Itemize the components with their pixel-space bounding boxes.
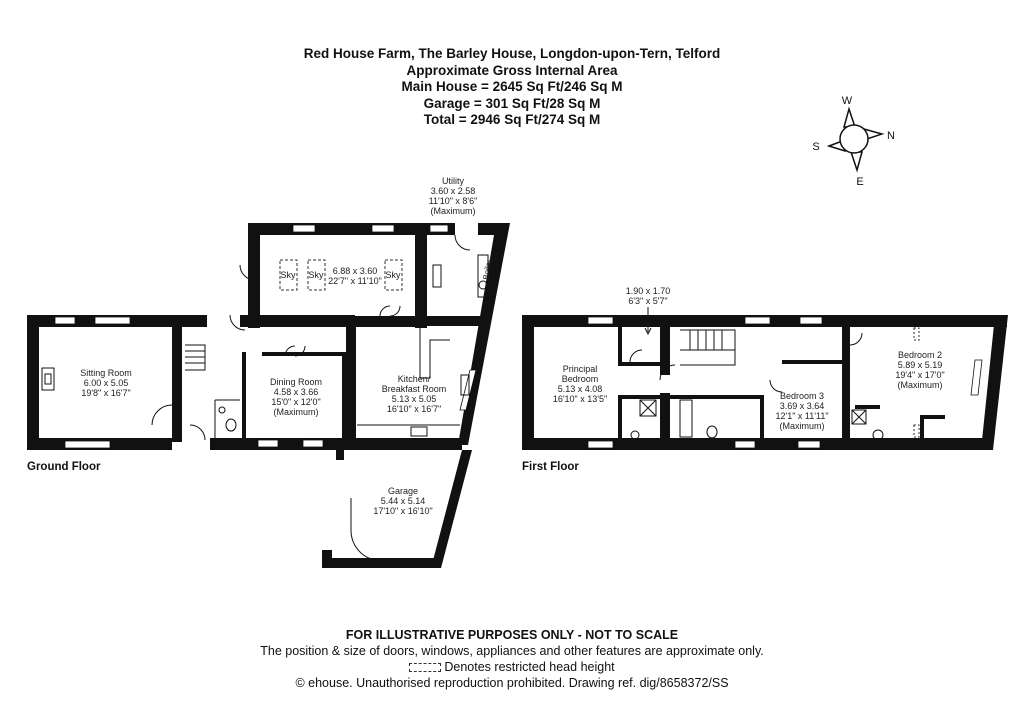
garage-area: Garage = 301 Sq Ft/28 Sq M [423,95,601,111]
head-height-legend: Denotes restricted head height [0,659,1024,675]
svg-text:15'0" x 12'0": 15'0" x 12'0" [271,397,320,407]
svg-text:1.90 x 1.70: 1.90 x 1.70 [626,286,671,296]
svg-text:22'7" x 11'10": 22'7" x 11'10" [328,276,382,286]
svg-text:19'4" x 17'0": 19'4" x 17'0" [895,370,944,380]
svg-text:12'1" x 11'11": 12'1" x 11'11" [775,411,828,421]
dashed-box-icon [409,663,442,673]
room-garden: 6.88 x 3.60 22'7" x 11'10" [328,266,382,286]
main-house-area: Main House = 2645 Sq Ft/246 Sq M [401,79,623,94]
svg-text:3.60 x 2.58: 3.60 x 2.58 [431,186,476,196]
room-dining: Dining Room 4.58 x 3.66 15'0" x 12'0" (M… [270,377,322,417]
svg-text:5.44 x 5.14: 5.44 x 5.14 [381,496,426,506]
svg-text:Principal: Principal [563,364,598,374]
compass-n: N [887,130,895,142]
room-utility: Utility 3.60 x 2.58 11'10" x 8'6" (Maxim… [429,176,494,280]
room-bedroom-2: Bedroom 2 5.89 x 5.19 19'4" x 17'0" (Max… [895,350,944,390]
svg-text:19'8" x 16'7": 19'8" x 16'7" [81,388,130,398]
svg-text:5.13 x 4.08: 5.13 x 4.08 [558,384,603,394]
svg-text:(Maximum): (Maximum) [898,380,943,390]
compass-w: W [842,95,853,107]
area-subtitle: Approximate Gross Internal Area [406,62,618,78]
svg-text:Dining Room: Dining Room [270,377,322,387]
svg-text:(Maximum): (Maximum) [780,421,825,431]
svg-text:11'10" x 8'6": 11'10" x 8'6" [429,196,478,206]
restricted-head-height-markers [913,327,920,438]
total-area: Total = 2946 Sq Ft/274 Sq M [423,112,601,127]
ground-floor-label: Ground Floor [27,461,101,473]
svg-text:Breakfast Room: Breakfast Room [382,384,447,394]
first-floor-walls [522,315,1008,450]
room-principal-bedroom: Principal Bedroom 5.13 x 4.08 16'10" x 1… [553,364,607,404]
svg-text:Sitting Room: Sitting Room [80,368,132,378]
ground-windows [54,224,477,449]
boiler-label: Boiler [481,258,493,280]
first-floor-label: First Floor [522,461,579,473]
svg-text:Kitchen/: Kitchen/ [398,374,431,384]
svg-text:Bedroom 2: Bedroom 2 [898,350,942,360]
svg-text:16'10" x 16'7": 16'10" x 16'7" [387,404,441,414]
svg-text:5.89 x 5.19: 5.89 x 5.19 [898,360,943,370]
svg-text:(Maximum): (Maximum) [431,206,476,216]
svg-text:5.13 x 5.05: 5.13 x 5.05 [392,394,437,404]
svg-text:4.58 x 3.66: 4.58 x 3.66 [274,387,319,397]
compass-e: E [856,176,863,188]
skylight-label: Sky [385,270,401,280]
compass-icon: W N E S [812,95,895,188]
compass-s: S [812,141,819,153]
plan-header: Red House Farm, The Barley House, Longdo… [0,46,1024,129]
property-title: Red House Farm, The Barley House, Longdo… [303,46,721,61]
room-sitting: Sitting Room 6.00 x 5.05 19'8" x 16'7" [80,368,132,398]
skylight-label: Sky [308,270,324,280]
skylight-markers [279,259,403,291]
svg-text:17'10" x 16'10": 17'10" x 16'10" [373,506,432,516]
copyright: © ehouse. Unauthorised reproduction proh… [295,676,729,690]
svg-text:(Maximum): (Maximum) [274,407,319,417]
plan-footer: FOR ILLUSTRATIVE PURPOSES ONLY - NOT TO … [0,627,1024,691]
approximation-note: The position & size of doors, windows, a… [260,644,764,658]
svg-text:Utility: Utility [442,176,464,186]
room-garage: Garage 5.44 x 5.14 17'10" x 16'10" [373,486,432,516]
disclaimer: FOR ILLUSTRATIVE PURPOSES ONLY - NOT TO … [345,628,679,642]
svg-text:Bedroom: Bedroom [562,374,599,384]
skylight-label: Sky [280,270,296,280]
room-store: 1.90 x 1.70 6'3" x 5'7" [626,286,671,336]
svg-text:16'10" x 13'5": 16'10" x 13'5" [553,394,607,404]
room-kitchen: Kitchen/ Breakfast Room 5.13 x 5.05 16'1… [382,374,447,414]
svg-text:6.88 x 3.60: 6.88 x 3.60 [333,266,378,276]
first-windows [587,316,983,449]
ground-doors [41,234,489,561]
first-fixtures [629,329,884,441]
svg-text:6'3" x 5'7": 6'3" x 5'7" [628,296,667,306]
room-bedroom-3: Bedroom 3 3.69 x 3.64 12'1" x 11'11" (Ma… [775,391,828,431]
svg-text:6.00 x 5.05: 6.00 x 5.05 [84,378,129,388]
svg-text:Garage: Garage [388,486,418,496]
svg-text:3.69 x 3.64: 3.69 x 3.64 [780,401,825,411]
svg-text:Bedroom 3: Bedroom 3 [780,391,824,401]
